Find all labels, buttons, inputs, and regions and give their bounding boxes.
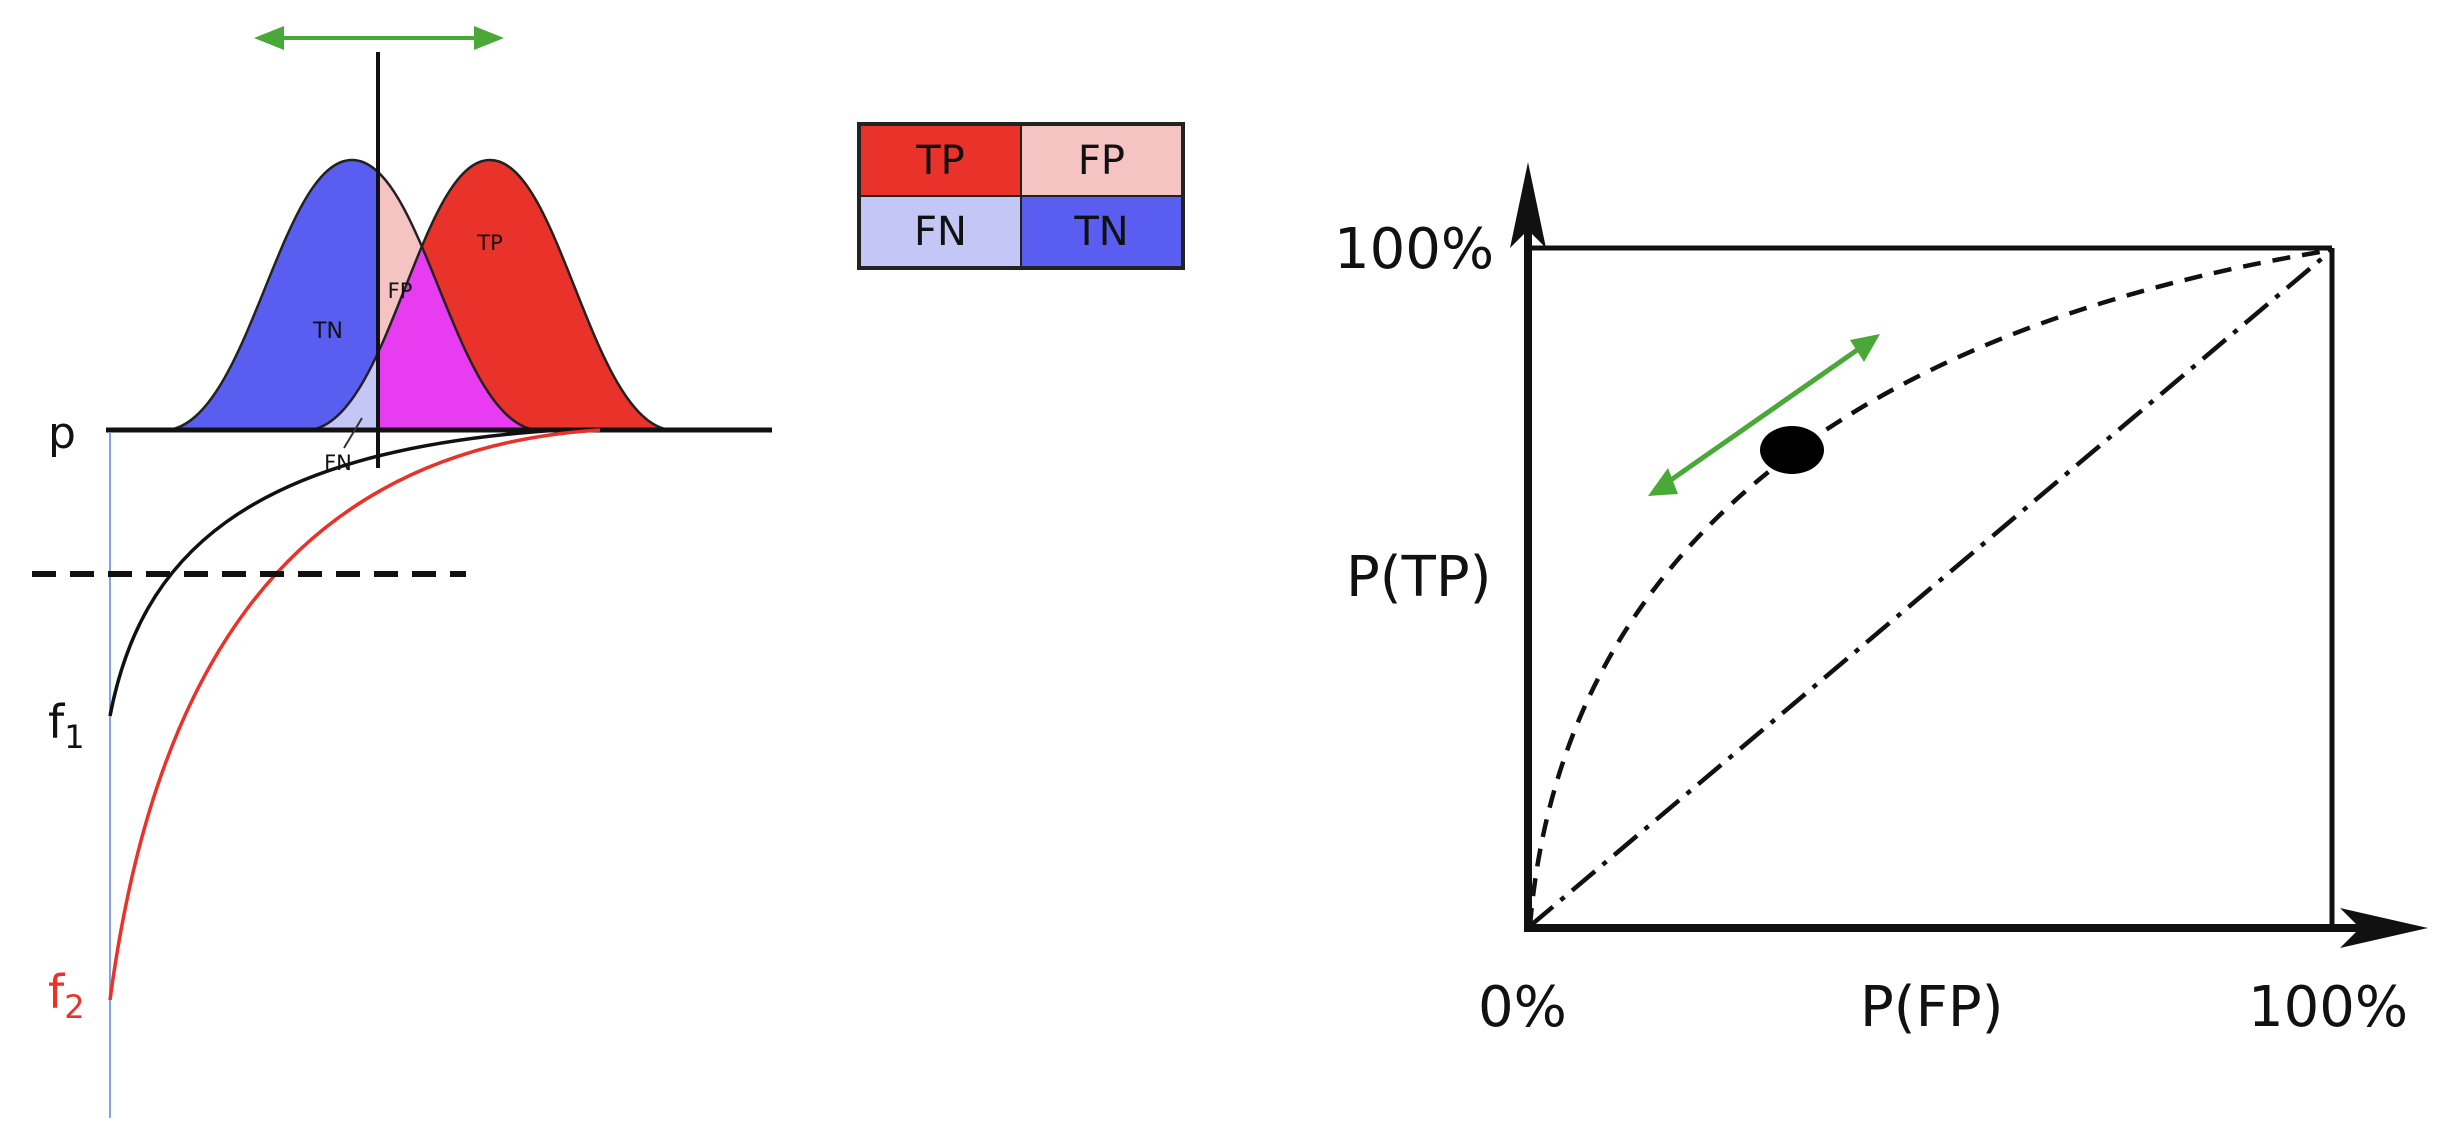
- f2-label: f2: [48, 965, 85, 1026]
- operating-point-shift-arrow: [1648, 334, 1880, 496]
- cell-fn: FN: [860, 196, 1021, 267]
- roc-diagram: 100% P(TP) 0% P(FP) 100%: [1334, 162, 2428, 1040]
- region-label-tp: TP: [476, 231, 503, 255]
- cell-tp: TP: [860, 125, 1021, 196]
- roc-x-axis-arrowhead: [2340, 908, 2428, 948]
- threshold-shift-arrow: [254, 26, 504, 50]
- region-label-tn: TN: [312, 319, 343, 344]
- region-label-fp: FP: [388, 279, 413, 303]
- f1-curve: [108, 428, 561, 717]
- distribution-diagram: TN FP TP FN p f1 f2: [32, 26, 772, 1118]
- y-axis-label: P(TP): [1346, 545, 1491, 610]
- x-min-label: 0%: [1478, 975, 1567, 1040]
- cell-fp: FP: [1021, 125, 1182, 196]
- x-axis-label: P(FP): [1860, 975, 2003, 1040]
- f1-label: f1: [48, 695, 85, 756]
- p-label: p: [48, 408, 76, 459]
- negative-curve-outline: [167, 158, 537, 432]
- y-max-label: 100%: [1334, 217, 1494, 282]
- chance-diagonal: [1528, 248, 2334, 928]
- cell-tn: TN: [1021, 196, 1182, 267]
- operating-point: [1760, 426, 1824, 474]
- confusion-matrix: TP FP FN TN: [857, 122, 1185, 270]
- roc-y-axis-arrowhead: [1510, 162, 1546, 248]
- f2-curve: [108, 428, 601, 1001]
- overlap-region: [378, 160, 536, 430]
- roc-curve: [1527, 247, 2333, 927]
- fn-leader-line: [343, 417, 363, 449]
- positive-curve-outline: [309, 158, 671, 432]
- x-max-label: 100%: [2248, 975, 2408, 1040]
